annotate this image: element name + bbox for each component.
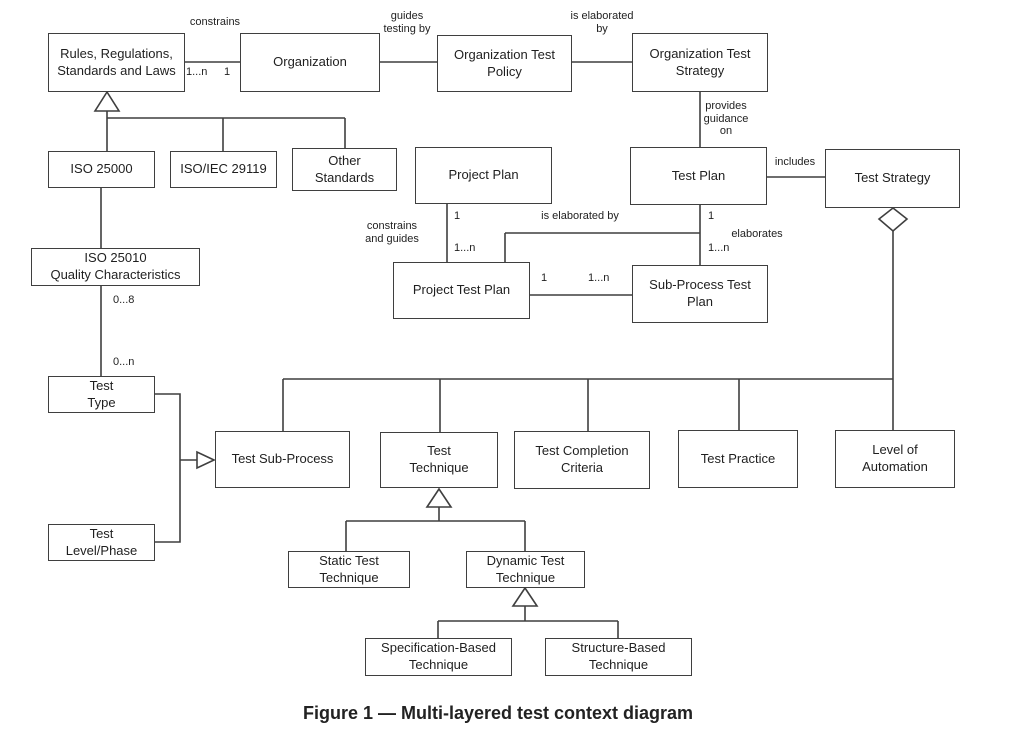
node-rules-regulations: Rules, Regulations, Standards and Laws <box>48 33 185 92</box>
edge-label-includes: includes <box>774 156 816 168</box>
node-static-test-technique: Static Test Technique <box>288 551 410 588</box>
node-organization: Organization <box>240 33 380 92</box>
node-dynamic-test-technique: Dynamic Test Technique <box>466 551 585 588</box>
multiplicity-ptp-1: 1 <box>541 272 548 284</box>
edge-technique-generalization <box>345 506 526 551</box>
edge-plan-relations <box>446 203 701 296</box>
node-iso-iec-29119: ISO/IEC 29119 <box>170 151 277 188</box>
node-test-technique: Test Technique <box>380 432 498 488</box>
multiplicity-sub-process-1n: 1...n <box>708 242 730 254</box>
generalization-arrow-icon <box>511 586 539 607</box>
generalization-arrow-icon <box>93 90 121 112</box>
node-test-strategy: Test Strategy <box>825 149 960 208</box>
multiplicity-project-test-plan-1n: 1...n <box>454 242 476 254</box>
edge-label-is-elaborated-by: is elaborated by <box>541 210 619 222</box>
multiplicity-project-plan-1: 1 <box>454 210 461 222</box>
node-level-of-automation: Level of Automation <box>835 430 955 488</box>
edge-label-constrains: constrains <box>189 16 241 28</box>
multiplicity-rules-1n: 1...n <box>186 66 208 78</box>
edge-label-provides-guidance-on: provides guidance on <box>703 100 749 138</box>
node-org-test-policy: Organization Test Policy <box>437 35 572 92</box>
multiplicity-test-plan-1: 1 <box>708 210 715 222</box>
edge-standards-generalization <box>106 111 346 151</box>
node-other-standards: Other Standards <box>292 148 397 191</box>
node-structure-based-technique: Structure-Based Technique <box>545 638 692 676</box>
node-project-plan: Project Plan <box>415 147 552 204</box>
node-test-sub-process: Test Sub-Process <box>215 431 350 488</box>
multiplicity-qc-0-8: 0...8 <box>113 294 135 306</box>
edge-bottom-spine <box>282 378 894 432</box>
node-sub-process-test-plan: Sub-Process Test Plan <box>632 265 768 323</box>
edge-label-elaborates: elaborates <box>731 228 783 240</box>
generalization-arrow-right-icon <box>196 450 216 470</box>
multiplicity-qc-0-n: 0...n <box>113 356 135 368</box>
node-org-test-strategy: Organization Test Strategy <box>632 33 768 92</box>
node-test-plan: Test Plan <box>630 147 767 205</box>
node-test-type: Test Type <box>48 376 155 413</box>
multiplicity-org-1: 1 <box>224 66 231 78</box>
edge-label-is-elaborated-by-top: is elaborated by <box>570 10 634 35</box>
connector-lines <box>100 61 894 638</box>
figure-caption: Figure 1 — Multi-layered test context di… <box>302 703 694 723</box>
node-iso-25010: ISO 25010 Quality Characteristics <box>31 248 200 286</box>
node-project-test-plan: Project Test Plan <box>393 262 530 319</box>
multiplicity-sptp-1n: 1...n <box>588 272 610 284</box>
generalization-arrow-icon <box>425 487 453 508</box>
node-test-level-phase: Test Level/Phase <box>48 524 155 561</box>
node-iso-25000: ISO 25000 <box>48 151 155 188</box>
edge-label-constrains-and-guides: constrains and guides <box>365 220 419 245</box>
edge-label-guides-testing-by: guides testing by <box>383 10 431 35</box>
node-specification-based-technique: Specification-Based Technique <box>365 638 512 676</box>
edge-testtype-bracket <box>155 393 197 543</box>
aggregation-diamond-icon <box>877 206 909 233</box>
node-test-completion-criteria: Test Completion Criteria <box>514 431 650 489</box>
node-test-practice: Test Practice <box>678 430 798 488</box>
edge-dynamic-generalization <box>437 605 619 638</box>
